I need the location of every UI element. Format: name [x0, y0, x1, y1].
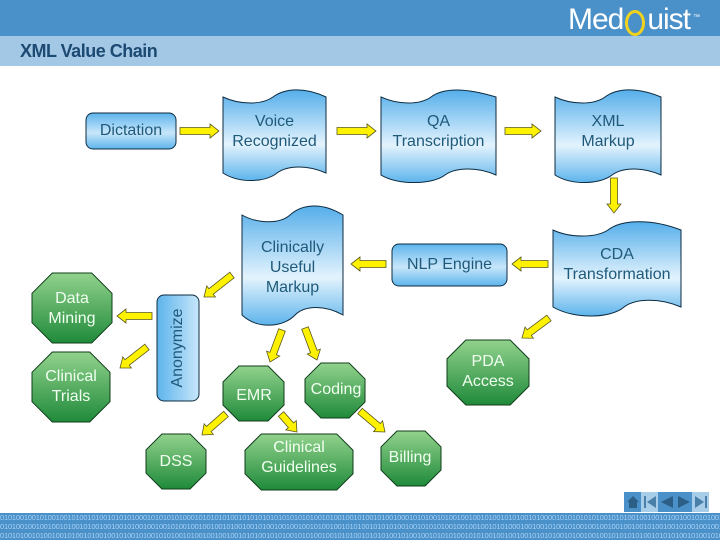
arrow-cum-to-coding — [301, 326, 322, 361]
clinical-guidelines-node — [244, 433, 354, 491]
arrow-anonymize-to-clinicaltrials — [119, 343, 150, 369]
guidelines-text: Guidelines — [261, 459, 337, 476]
clinically-text: Clinically — [260, 239, 325, 256]
access-text: Access — [462, 373, 514, 390]
pda-text: PDA — [471, 353, 505, 370]
nlp-engine-node — [391, 243, 508, 287]
billing-label: Billing — [380, 446, 440, 470]
xml-markup-label: XML Markup — [555, 110, 661, 154]
dictation-node — [85, 112, 177, 150]
coding-text: Coding — [310, 381, 362, 398]
next-slide-button[interactable] — [675, 492, 692, 512]
emr-node — [222, 365, 285, 422]
previous-slide-button[interactable] — [658, 492, 675, 512]
transcription-text: Transcription — [392, 133, 485, 150]
nlp-engine-label: NLP Engine — [392, 244, 507, 286]
dss-text: DSS — [159, 453, 193, 470]
slide-title: XML Value Chain — [20, 41, 158, 61]
qa-text: QA — [426, 113, 451, 130]
xml-markup-node — [554, 89, 662, 183]
coding-node — [304, 362, 366, 419]
coding-label: Coding — [306, 378, 366, 402]
slide-navigation — [624, 492, 709, 512]
clinically-useful-markup-node — [241, 205, 344, 326]
last-slide-icon — [694, 496, 707, 508]
mining-text: Mining — [48, 310, 96, 327]
dss-node — [145, 433, 207, 490]
previous-slide-icon — [660, 496, 673, 508]
recognized-text: Recognized — [232, 133, 317, 150]
arrow-dictation-to-voice — [179, 123, 220, 139]
logo-text-uist: uist — [647, 3, 691, 36]
medquist-logo: Med uist ™ — [567, 3, 700, 39]
transformation-text: Transformation — [563, 266, 671, 283]
arrow-cum-to-anonymize — [203, 271, 235, 298]
arrow-cda-to-pda — [521, 314, 552, 339]
billing-text: Billing — [388, 449, 432, 466]
markup-text: Markup — [581, 133, 635, 150]
anonymize-node — [156, 294, 200, 402]
markup2-text: Markup — [265, 279, 320, 296]
pda-access-label: PDA Access — [447, 350, 529, 394]
anonymize-label: Anonymize — [167, 295, 189, 401]
first-slide-icon — [643, 496, 656, 508]
binary-line: 0101010010100100101001010010010100101001… — [0, 531, 720, 540]
logo-text-med: Med — [567, 3, 624, 36]
clinical2-text: Clinical — [273, 439, 325, 456]
arrow-cda-to-nlp — [511, 256, 549, 272]
useful-text: Useful — [269, 259, 316, 276]
arrow-anonymize-to-datamining — [116, 308, 153, 324]
arrow-emr-to-dss — [201, 410, 229, 436]
trademark-symbol: ™ — [693, 14, 700, 21]
cda-text: CDA — [600, 246, 634, 263]
arrow-xml-to-cda — [606, 177, 622, 214]
anonymize-text: Anonymize — [169, 308, 186, 388]
arrow-coding-to-billing — [357, 407, 386, 433]
arrow-qa-to-xml — [504, 123, 542, 139]
binary-footer: 0101001001010010010100101001010101000101… — [0, 513, 720, 540]
arrow-cum-to-emr — [265, 328, 286, 363]
dss-label: DSS — [146, 450, 206, 474]
home-button[interactable] — [624, 492, 641, 512]
binary-line: 0101001001001001010010100100100101001001… — [0, 522, 720, 531]
data-text: Data — [55, 290, 89, 307]
billing-node — [380, 430, 442, 487]
arrow-voice-to-qa — [336, 123, 377, 139]
last-slide-button[interactable] — [692, 492, 709, 512]
binary-line: 0101001001010010010100101001010101000101… — [0, 513, 720, 522]
arrow-emr-to-guidelines — [277, 411, 298, 433]
value-chain-diagram — [31, 89, 682, 491]
data-mining-node — [31, 272, 113, 344]
clinical-trials-node — [31, 351, 111, 423]
emr-text: EMR — [236, 387, 272, 404]
clinical-text: Clinical — [45, 368, 97, 385]
pda-access-node — [446, 339, 530, 406]
voice-text: Voice — [254, 113, 295, 130]
qa-transcription-node — [380, 89, 497, 183]
nlp-engine-text: NLP Engine — [406, 256, 493, 273]
dictation-label: Dictation — [86, 113, 176, 149]
arrow-nlp-to-cum — [350, 256, 387, 272]
xml-text: XML — [591, 113, 625, 130]
header-bar: Med uist ™ — [0, 0, 720, 39]
cda-transformation-node — [552, 221, 682, 317]
next-slide-icon — [677, 496, 690, 508]
trials-text: Trials — [51, 388, 91, 405]
emr-label: EMR — [224, 384, 284, 408]
cda-transformation-label: CDA Transformation — [553, 243, 681, 287]
dictation-text: Dictation — [99, 122, 163, 139]
home-icon — [626, 496, 639, 508]
qa-transcription-label: QA Transcription — [381, 110, 496, 154]
first-slide-button[interactable] — [641, 492, 658, 512]
title-bar: XML Value Chain — [0, 36, 720, 66]
voice-recognized-node — [222, 89, 327, 181]
